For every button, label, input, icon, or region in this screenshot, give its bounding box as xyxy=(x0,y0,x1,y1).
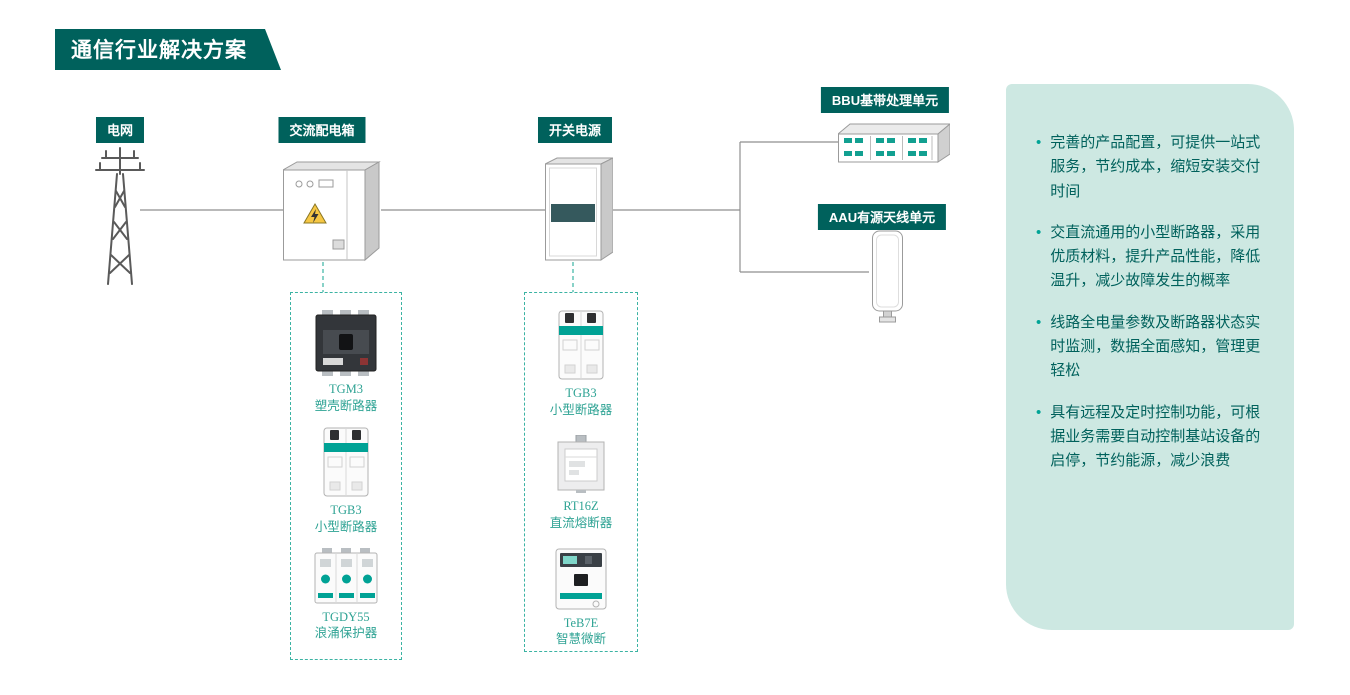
product-model: TGB3 xyxy=(565,386,597,400)
node-label-switching-power: 开关电源 xyxy=(537,117,613,143)
benefit-item: • 完善的产品配置，可提供一站式服务，节约成本，缩短安装交付时间 xyxy=(1036,131,1270,204)
aau-device-illustration xyxy=(872,230,903,323)
product-tgdy55: TGDY55 浪涌保护器 xyxy=(314,547,378,643)
node-label-aau: AAU有源天线单元 xyxy=(817,204,947,230)
benefits-list: • 完善的产品配置，可提供一站式服务，节约成本，缩短安装交付时间 • 交直流通用… xyxy=(1036,131,1270,474)
benefit-text: 线路全电量参数及断路器状态实时监测，数据全面感知，管理更轻松 xyxy=(1050,313,1261,380)
product-image-teb7e-smart-breaker xyxy=(555,548,607,609)
product-caption: TGB3 小型断路器 xyxy=(550,385,613,419)
product-teb7e: TeB7E 智慧微断 xyxy=(555,548,607,649)
product-tgb3-2: TGB3 小型断路器 xyxy=(550,310,613,419)
product-image-tgb3-mcb xyxy=(323,427,369,497)
product-group-power: TGB3 小型断路器 RT16Z 直流熔断器 xyxy=(524,292,638,652)
product-model: TGM3 xyxy=(328,382,363,396)
node-label-ac-distribution-box: 交流配电箱 xyxy=(278,117,366,143)
benefit-text: 具有远程及定时控制功能，可根据业务需要自动控制基站设备的启停，节约能源，减少浪费 xyxy=(1050,403,1261,470)
cabinet-meter-window xyxy=(318,179,334,188)
cabinet-indicator-light xyxy=(306,180,314,188)
product-tgm3: TGM3 塑壳断路器 xyxy=(315,310,378,415)
product-name: 智慧微断 xyxy=(555,632,606,647)
product-name: 直流熔断器 xyxy=(549,515,613,530)
product-model: TeB7E xyxy=(563,615,599,630)
product-name: 小型断路器 xyxy=(549,402,613,417)
product-model: TGB3 xyxy=(330,502,362,517)
product-model: TGDY55 xyxy=(322,609,370,624)
product-caption: TeB7E 智慧微断 xyxy=(556,615,606,649)
bullet-icon: • xyxy=(1036,223,1042,241)
benefit-text: 交直流通用的小型断路器，采用优质材料，提升产品性能，降低温升，减少故障发生的概率 xyxy=(1050,223,1261,290)
benefit-item: • 具有远程及定时控制功能，可根据业务需要自动控制基站设备的启停，节约能源，减少… xyxy=(1036,401,1270,474)
transmission-tower-icon xyxy=(95,147,145,285)
node-label-grid: 电网 xyxy=(95,117,145,143)
product-caption: TGDY55 浪涌保护器 xyxy=(315,609,378,643)
product-image-tgb3-mcb xyxy=(558,310,604,380)
product-image-tgm3-mccb xyxy=(315,310,377,376)
benefits-panel: • 完善的产品配置，可提供一站式服务，节约成本，缩短安装交付时间 • 交直流通用… xyxy=(1006,84,1294,630)
bullet-icon: • xyxy=(1036,313,1042,331)
product-rt16z: RT16Z 直流熔断器 xyxy=(550,434,613,532)
bullet-icon: • xyxy=(1036,134,1042,151)
product-image-tgdy55-spd xyxy=(314,547,378,603)
cabinet-dark-panel xyxy=(551,204,595,222)
cabinet-indicator-light xyxy=(295,180,303,188)
product-tgb3: TGB3 小型断路器 xyxy=(315,427,378,536)
product-image-rt16z-fuse xyxy=(557,434,605,493)
product-name: 小型断路器 xyxy=(314,519,378,534)
benefit-item: • 线路全电量参数及断路器状态实时监测，数据全面感知，管理更轻松 xyxy=(1036,311,1270,384)
cabinet-vent xyxy=(332,239,345,250)
product-caption: RT16Z 直流熔断器 xyxy=(550,498,613,532)
ac-distribution-cabinet-illustration xyxy=(283,161,381,262)
product-caption: TGM3 塑壳断路器 xyxy=(315,381,378,415)
switching-power-cabinet-illustration xyxy=(545,157,613,261)
page-title: 通信行业解决方案 xyxy=(55,29,281,70)
product-name: 浪涌保护器 xyxy=(314,626,378,641)
product-group-ac-box: TGM3 塑壳断路器 TGB3 小型断路器 xyxy=(290,292,402,660)
bbu-device-illustration xyxy=(838,123,950,163)
node-label-bbu: BBU基带处理单元 xyxy=(820,87,950,113)
product-model: RT16Z xyxy=(563,498,599,513)
bullet-icon: • xyxy=(1036,403,1042,421)
product-name: 塑壳断路器 xyxy=(314,398,378,413)
product-caption: TGB3 小型断路器 xyxy=(315,502,378,536)
benefit-text: 完善的产品配置，可提供一站式服务，节约成本，缩短安装交付时间 xyxy=(1050,134,1261,200)
benefit-item: • 交直流通用的小型断路器，采用优质材料，提升产品性能，降低温升，减少故障发生的… xyxy=(1036,221,1270,294)
